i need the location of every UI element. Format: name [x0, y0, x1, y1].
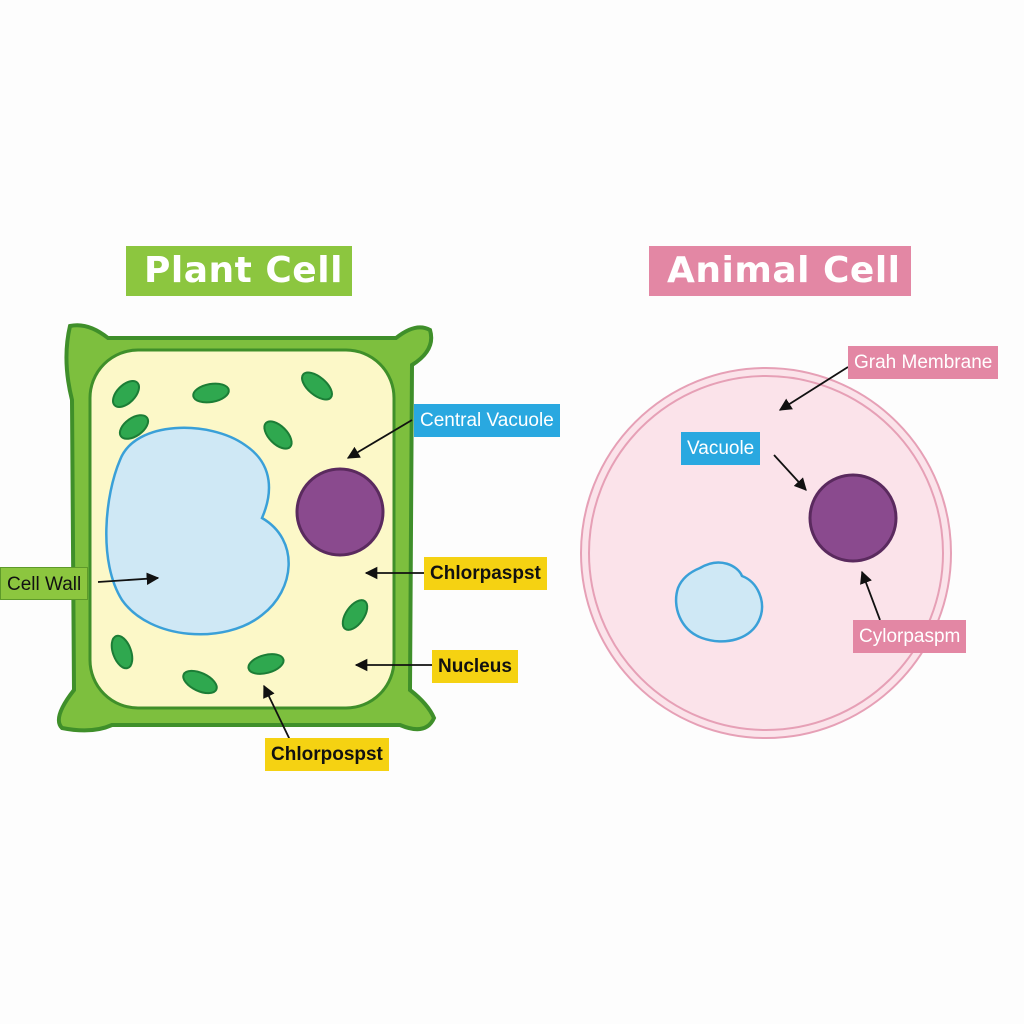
animal-membrane-inner — [588, 375, 944, 731]
label-cell-wall: Cell Wall — [0, 567, 89, 600]
chloroplast — [110, 634, 134, 670]
arrow-membrane — [778, 366, 849, 411]
arrow-cell-wall — [97, 572, 160, 586]
label-chloroplast-bottom: Chlorpospst — [265, 738, 389, 771]
arrow-cytoplasm — [860, 570, 881, 621]
plant-central-vacuole — [105, 426, 290, 636]
plant-nucleus — [295, 467, 385, 557]
chloroplast — [301, 371, 333, 401]
label-vacuole: Vacuole — [681, 432, 761, 465]
chloroplast — [112, 380, 140, 408]
arrow-chloroplast-bottom — [263, 684, 291, 741]
arrow-vacuole — [773, 454, 807, 491]
plant-cell-title: Plant Cell — [126, 246, 352, 296]
chloroplast — [118, 414, 150, 440]
arrow-central-vacuole — [346, 419, 413, 459]
animal-cell — [580, 366, 952, 739]
label-chloroplast-right: Chlorpaspst — [424, 557, 547, 590]
chloroplast — [341, 599, 369, 631]
label-cytoplasm: Cylorpaspm — [853, 620, 967, 653]
chloroplast — [263, 420, 293, 450]
chloroplast — [182, 669, 218, 695]
animal-nucleus — [808, 473, 898, 563]
label-central-vacuole: Central Vacuole — [414, 404, 560, 437]
plant-cell — [57, 323, 437, 741]
chloroplast — [192, 382, 230, 404]
animal-vacuole — [674, 561, 764, 643]
chloroplasts — [110, 371, 369, 695]
animal-cell-title: Animal Cell — [649, 246, 911, 296]
label-membrane: Grah Membrane — [848, 346, 999, 379]
animal-membrane-outer — [580, 367, 952, 739]
chloroplast — [247, 653, 285, 675]
label-nucleus: Nucleus — [432, 650, 518, 683]
